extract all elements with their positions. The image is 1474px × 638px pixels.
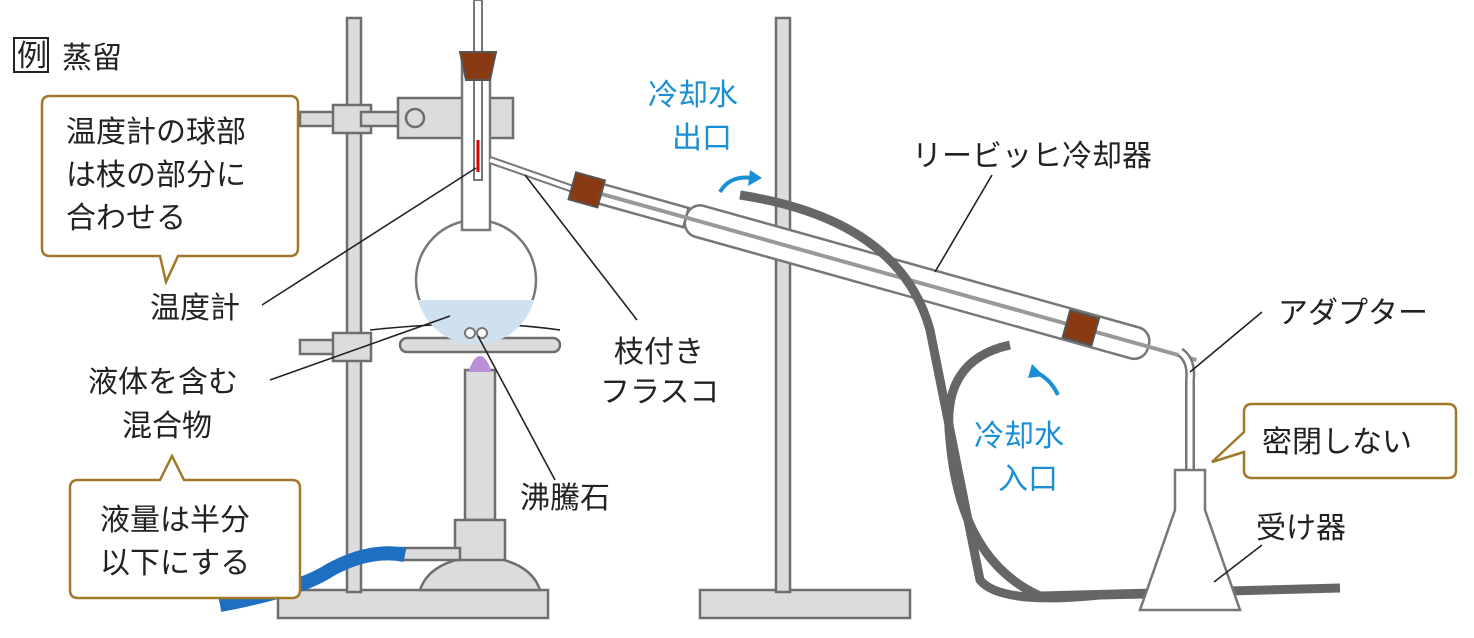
liquid-amount-line2: 以下にする bbox=[100, 546, 250, 581]
liquid-mixture-label-line2: 混合物 bbox=[122, 409, 212, 444]
thermometer-note-line1: 温度計の球部 bbox=[66, 115, 246, 150]
boiling-chip bbox=[464, 327, 476, 339]
thermometer-label: 温度計 bbox=[150, 291, 240, 326]
liquid-amount-line1: 液量は半分 bbox=[100, 503, 250, 538]
thermometer-note-line2: は枝の部分に bbox=[66, 158, 246, 193]
receiver-label: 受け器 bbox=[1256, 511, 1346, 546]
thermometer bbox=[473, 0, 483, 181]
adapter-label: アダプター bbox=[1278, 296, 1428, 331]
not-sealed-text: 密閉しない bbox=[1262, 425, 1412, 460]
water-out-label-line2: 出口 bbox=[672, 121, 732, 156]
receiver-flask bbox=[1138, 468, 1242, 612]
thermometer-note-line3: 合わせる bbox=[66, 201, 186, 236]
gas-burner bbox=[398, 356, 542, 592]
right-stand bbox=[698, 16, 912, 620]
water-out-label-line1: 冷却水 bbox=[648, 78, 738, 113]
not-sealed-callout bbox=[1211, 402, 1458, 480]
diagram-title: 蒸留 bbox=[62, 41, 122, 76]
boiling-chips-label: 沸騰石 bbox=[520, 481, 610, 516]
water-in-label-line1: 冷却水 bbox=[974, 419, 1064, 454]
flask-label-line1: 枝付き bbox=[614, 335, 704, 370]
thermometer-note-callout bbox=[40, 94, 300, 286]
example-badge bbox=[13, 37, 49, 73]
left-stand bbox=[276, 16, 550, 620]
example-badge-text: 例 bbox=[17, 39, 47, 74]
liebig-condenser bbox=[567, 171, 1197, 363]
liquid-amount-callout bbox=[68, 453, 302, 600]
water-in-label-line2: 入口 bbox=[998, 462, 1058, 497]
flask-label-line2: フラスコ bbox=[600, 375, 719, 410]
liquid-mixture-label-line1: 液体を含む bbox=[88, 365, 238, 400]
cooling-water-in-hose bbox=[944, 340, 1341, 601]
side-arm-flask bbox=[414, 0, 592, 345]
water-out-arrow-icon bbox=[718, 175, 753, 194]
condenser-label: リービッヒ冷却器 bbox=[912, 139, 1152, 174]
